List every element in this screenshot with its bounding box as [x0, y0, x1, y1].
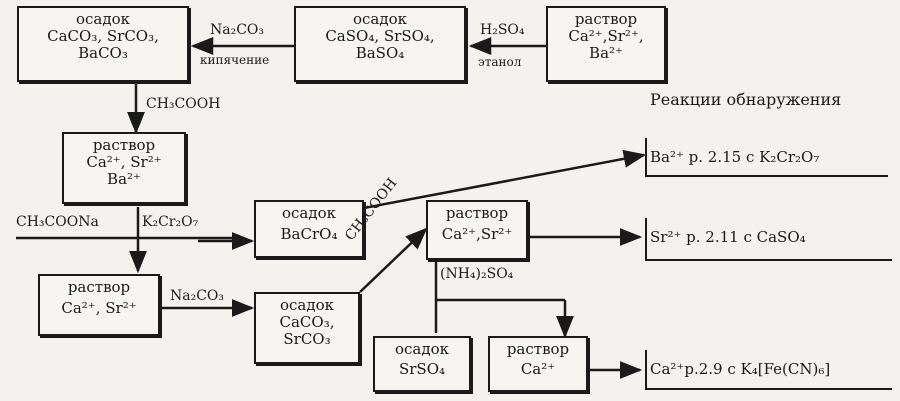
node-precipitate-caco3-srco3: осадок CaCO₃, SrCO₃ [254, 292, 360, 364]
detection-ca: Ca²⁺р.2.9 с K₄[Fe(CN)₆] [650, 360, 831, 378]
node-precipitate-srso4: осадок SrSO₄ [373, 336, 471, 392]
label-h2so4: H₂SO₄ [480, 22, 525, 38]
label-ch3cooh-1: CH₃COOH [146, 96, 221, 112]
node-precipitate-carbonates: осадок CaCO₃, SrCO₃, BaCO₃ [17, 6, 189, 82]
node-line: Ba²⁺ [589, 44, 623, 62]
node-line: CaCO₃, [279, 313, 335, 331]
node-title: раствор [574, 10, 638, 28]
label-boiling: кипячение [200, 53, 270, 67]
label-nh4so4: (NH₄)₂SO₄ [440, 266, 514, 282]
node-line: Ca²⁺,Sr²⁺ [441, 225, 513, 243]
node-line: BaCrO₄ [280, 225, 338, 243]
node-line: Ca²⁺,Sr²⁺, [568, 27, 644, 45]
node-title: раствор [92, 136, 156, 154]
node-solution-ca: раствор Ca²⁺ [488, 336, 588, 392]
arrow-n8-to-n6 [359, 227, 428, 293]
node-line: Ca²⁺, Sr²⁺ [61, 299, 137, 317]
label-na2co3-bottom: Na₂CO₃ [170, 288, 225, 304]
node-line: CaCO₃, SrCO₃, [47, 27, 159, 45]
label-ch3coona: CH₃COONa [16, 214, 99, 230]
node-solution-acetate: раствор Ca²⁺, Sr²⁺ Ba²⁺ [62, 132, 186, 204]
node-title: раствор [506, 340, 570, 358]
bracket-sr [645, 218, 892, 261]
node-line: Ca²⁺, Sr²⁺ [86, 153, 162, 171]
detection-sr: Sr²⁺ р. 2.11 с CaSO₄ [650, 228, 806, 246]
node-line: Ba²⁺ [107, 170, 141, 188]
arrow-n5-to-ba [363, 149, 647, 210]
bracket-ba [645, 138, 888, 177]
node-solution-ca-sr-left: раствор Ca²⁺, Sr²⁺ [38, 274, 160, 336]
detection-header: Реакции обнаружения [650, 90, 842, 109]
label-ethanol: этанол [478, 55, 522, 69]
label-k2cr2o7: K₂Cr₂O₇ [142, 214, 199, 230]
node-title: раствор [67, 278, 131, 296]
node-line: SrCO₃ [283, 330, 331, 348]
node-solution-initial: раствор Ca²⁺,Sr²⁺, Ba²⁺ [546, 6, 666, 82]
node-title: осадок [279, 296, 335, 314]
label-na2co3-top: Na₂CO₃ [210, 22, 265, 38]
node-title: осадок [352, 10, 408, 28]
bracket-ca [645, 350, 892, 390]
detection-ba: Ba²⁺ р. 2.15 с K₂Cr₂O₇ [650, 148, 820, 166]
node-line: CaSO₄, SrSO₄, [325, 27, 435, 45]
node-line: Ca²⁺ [520, 360, 556, 378]
node-precipitate-bacro4: осадок BaCrO₄ [254, 200, 364, 258]
node-title: осадок [75, 10, 131, 28]
node-line: BaCO₃ [78, 44, 128, 62]
node-title: осадок [281, 204, 337, 222]
node-precipitate-sulfates: осадок CaSO₄, SrSO₄, BaSO₄ [294, 6, 466, 82]
node-title: раствор [445, 204, 509, 222]
node-solution-ca-sr: раствор Ca²⁺,Sr²⁺ [426, 200, 528, 260]
node-title: осадок [394, 340, 450, 358]
node-line: BaSO₄ [355, 44, 405, 62]
node-line: SrSO₄ [398, 360, 446, 378]
